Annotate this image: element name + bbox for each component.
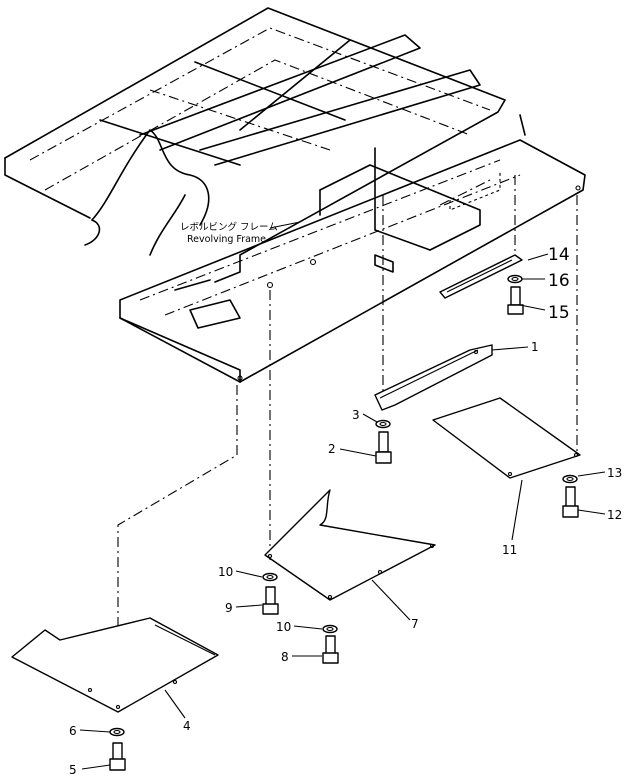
- callout-1: 1: [531, 340, 539, 354]
- callout-14: 14: [548, 245, 570, 265]
- callout-3: 3: [352, 408, 360, 422]
- bolt-8: [322, 635, 339, 664]
- washer-10-left: [262, 572, 278, 582]
- washer-3: [375, 419, 391, 429]
- bolt-15: [507, 286, 524, 315]
- part-4-lower-plate: [11, 617, 219, 713]
- frame-label-en: Revolving Frame: [187, 234, 266, 245]
- bolt-5: [109, 742, 126, 771]
- callout-6: 6: [69, 724, 77, 738]
- bolt-9: [262, 586, 279, 615]
- callout-13: 13: [607, 466, 622, 480]
- callout-4: 4: [183, 719, 191, 733]
- callout-numbers: 14 16 15 1 3 2 13 12 11 10 9 10 8 7 4 6 …: [69, 245, 622, 777]
- washer-10-right: [322, 624, 338, 634]
- revolving-frame: [4, 7, 586, 383]
- callout-12: 12: [607, 508, 622, 522]
- bolt-2: [375, 431, 392, 464]
- bolt-12: [562, 486, 579, 518]
- callout-16: 16: [548, 271, 570, 291]
- callout-9: 9: [225, 601, 233, 615]
- assembly-lines: [117, 175, 578, 705]
- callout-2: 2: [328, 442, 336, 456]
- part-14-bracket: [439, 254, 523, 299]
- callout-10-lower: 10: [276, 620, 291, 634]
- callout-15: 15: [548, 303, 570, 323]
- callout-5: 5: [69, 763, 77, 777]
- washer-6: [109, 727, 125, 737]
- callout-10-upper: 10: [218, 565, 233, 579]
- callout-7: 7: [411, 617, 419, 631]
- part-7-cover-plate: [264, 489, 436, 601]
- washer-16: [507, 274, 523, 284]
- callout-11: 11: [502, 543, 517, 557]
- frame-label-jp: レボルビング フレーム: [180, 221, 278, 233]
- washer-13: [562, 474, 578, 484]
- part-11-cover-plate: [432, 397, 581, 479]
- leader-lines: [79, 253, 606, 770]
- part-1-angle-bracket: [374, 344, 493, 411]
- callout-8: 8: [281, 650, 289, 664]
- frame-label: レボルビング フレーム Revolving Frame: [180, 221, 301, 245]
